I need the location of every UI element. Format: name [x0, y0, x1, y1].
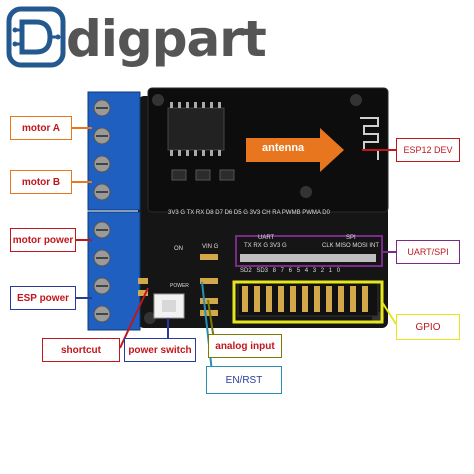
motor-a-label: motor A — [10, 116, 72, 140]
uart-spi-label: UART/SPI — [396, 240, 460, 264]
power-label: POWER — [170, 283, 189, 289]
driver-chip — [167, 107, 225, 151]
power-switch-label: power switch — [124, 338, 196, 362]
gpio-label: GPIO — [396, 314, 460, 340]
top-pin-labels: 3V3 G TX RX D8 D7 D6 D5 G 3V3 CH RA PWMB… — [168, 210, 330, 216]
on-label: ON — [174, 246, 183, 252]
uart-pin-labels: TX RX G 3V3 G — [244, 243, 287, 249]
motor-b-label: motor B — [10, 170, 72, 194]
vin-g-label: VIN G — [202, 244, 219, 250]
brand-name: digpart — [66, 10, 267, 68]
gpio-pin-labels: SD2 SD3 8 7 6 5 4 3 2 1 0 — [240, 268, 341, 274]
esp12-dev-label: ESP12 DEV — [396, 138, 460, 162]
uart-label: UART — [258, 235, 275, 241]
analog-input-label: analog input — [208, 334, 282, 358]
antenna-label: antenna — [262, 142, 305, 154]
spi-pin-labels: CLK MISO MOSI INT — [322, 243, 380, 249]
logo-icon — [6, 6, 66, 68]
motor-power-label: motor power — [10, 228, 76, 252]
en-rst-label: EN/RST — [206, 366, 282, 394]
antenna-arrow — [246, 128, 344, 172]
shortcut-label: shortcut — [42, 338, 120, 362]
esp-power-label: ESP power — [10, 286, 76, 310]
spi-label: SPI — [346, 235, 356, 241]
